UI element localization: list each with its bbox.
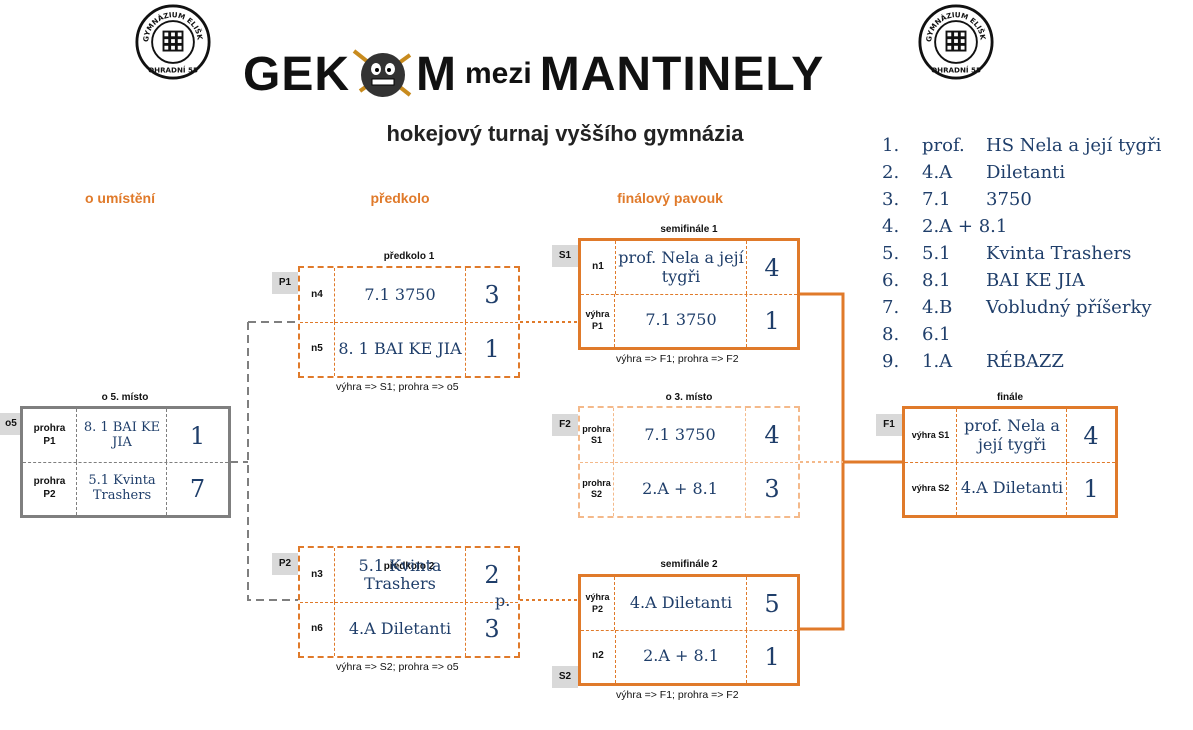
seed-label: n4 (300, 268, 335, 322)
team-score: 1 (1066, 462, 1115, 515)
title-brand-right: M (416, 47, 457, 101)
match-row: prohra P1 8. 1 BAI KE JIA 1 (23, 409, 228, 463)
svg-text:OHRADNÍ 55: OHRADNÍ 55 (931, 65, 981, 74)
section-placement: o umístění (84, 190, 155, 206)
seed-label: výhra P1 (581, 294, 615, 347)
prelim1-caption: předkolo 1 (383, 251, 435, 262)
team-name: 8. 1 BAI KE JIA (83, 419, 161, 450)
match-row: výhra S1 prof. Nela a její tygři 4 (905, 409, 1115, 463)
match-row: prohra P2 5.1 Kvinta Trashers 7 (23, 462, 228, 515)
third-tag: F2 (552, 414, 578, 436)
overtime-mark: p. (495, 591, 511, 610)
seed-label: prohra P2 (23, 462, 77, 515)
match-row: výhra S2 4.A Diletanti 1 (905, 462, 1115, 515)
team-score: 3 (465, 268, 518, 322)
section-prelim: předkolo (370, 190, 430, 206)
fifth-place-match: prohra P1 8. 1 BAI KE JIA 1 prohra P2 5.… (20, 406, 231, 518)
team-score: 4 (1066, 409, 1115, 462)
seed-label: n5 (300, 322, 335, 376)
school-seal-logo-left: GYMNÁZIUM ELIŠKY KRÁSNOHORSKÉ OHRADNÍ 55 (135, 4, 211, 80)
page-subtitle: hokejový turnaj vyššího gymnázia (386, 121, 744, 146)
match-row: prohra S1 7.1 3750 4 (580, 408, 798, 463)
team-name: 4.A Diletanti (348, 618, 452, 638)
team-name: 5.1 Kvinta Trashers (88, 472, 156, 503)
prelim1-tag: P1 (272, 272, 298, 294)
seed-label: výhra S1 (905, 409, 957, 462)
match-row: n4 7.1 3750 3 (300, 268, 518, 323)
semifinal1-match: n1 prof. Nela a její tygři 4 výhra P1 7.… (578, 238, 800, 350)
seed-label: n1 (581, 241, 616, 294)
prelim2-tag: P2 (272, 553, 298, 575)
team-name: 4.A Diletanti (629, 593, 733, 613)
team-name: 2.A + 8.1 (643, 646, 719, 666)
final-match: výhra S1 prof. Nela a její tygři 4 výhra… (902, 406, 1118, 518)
hockey-puck-mascot-icon (352, 49, 412, 97)
third-caption: o 3. místo (665, 392, 713, 403)
team-name: 2.A + 8.1 (642, 478, 718, 498)
team-score: 1 (746, 294, 797, 347)
seed-label: prohra P1 (23, 409, 77, 462)
seed-label: prohra S2 (580, 462, 614, 516)
team-name: prof. Nela a její tygři (964, 416, 1060, 454)
seed-label: výhra P2 (581, 577, 615, 630)
team-score: 3 (745, 462, 798, 516)
team-score: 7 (166, 462, 228, 515)
title-connector: mezi (465, 57, 532, 90)
seed-label: prohra S1 (580, 408, 614, 462)
event-title: GEK M mezi MANTINELY (243, 47, 825, 101)
semi1-caption: semifinále 1 (660, 224, 718, 235)
seal-text-bottom: OHRADNÍ 55 (148, 65, 198, 74)
match-row: n2 2.A + 8.1 1 (581, 630, 797, 683)
section-bracket: finálový pavouk (617, 190, 723, 206)
team-score: 4 (745, 408, 798, 462)
prelim2-caption: předkolo 2 (383, 561, 435, 572)
match-row: výhra P2 4.A Diletanti 5 (581, 577, 797, 631)
semi2-tag: S2 (552, 666, 578, 688)
match-row: n5 8. 1 BAI KE JIA 1 (300, 322, 518, 376)
title-brand-end: MANTINELY (539, 47, 825, 101)
team-name: 7.1 3750 (645, 310, 717, 330)
team-score: 1 (746, 630, 797, 683)
team-name: 7.1 3750 (364, 284, 436, 304)
third-place-match: prohra S1 7.1 3750 4 prohra S2 2.A + 8.1… (578, 406, 800, 518)
match-row: n3 5.1 Kvinta Trashers 2 (300, 548, 518, 603)
seed-label: n3 (300, 548, 335, 602)
semi1-note: výhra => F1; prohra => F2 (616, 353, 739, 365)
prelim1-note: výhra => S1; prohra => o5 (336, 381, 459, 393)
seed-label: výhra S2 (905, 462, 957, 515)
seed-label: n6 (300, 602, 335, 656)
match-row: prohra S2 2.A + 8.1 3 (580, 462, 798, 516)
team-score: 3 (465, 602, 518, 656)
fifth-tag: o5 (0, 413, 22, 435)
team-score: 5 (746, 577, 797, 630)
fifth-caption: o 5. místo (101, 392, 149, 403)
semi1-tag: S1 (552, 245, 578, 267)
semi2-caption: semifinále 2 (660, 559, 718, 570)
title-brand-left: GEK (243, 47, 351, 101)
match-row: n1 prof. Nela a její tygři 4 (581, 241, 797, 295)
semifinal2-match: výhra P2 4.A Diletanti 5 n2 2.A + 8.1 1 (578, 574, 800, 686)
team-score: 2 (465, 548, 518, 602)
team-name: prof. Nela a její tygři (618, 248, 744, 286)
final-caption: finále (996, 392, 1024, 403)
prelim2-note: výhra => S2; prohra => o5 (336, 661, 459, 673)
team-name: 7.1 3750 (644, 424, 716, 444)
final-tag: F1 (876, 414, 902, 436)
team-score: 1 (166, 409, 228, 462)
match-row: výhra P1 7.1 3750 1 (581, 294, 797, 347)
team-score: 4 (746, 241, 797, 294)
match-row: n6 4.A Diletanti 3 (300, 602, 518, 656)
team-name: 5.1 Kvinta Trashers (358, 555, 442, 593)
team-score: 1 (465, 322, 518, 376)
semi2-note: výhra => F1; prohra => F2 (616, 689, 739, 701)
prelim2-match: n3 5.1 Kvinta Trashers 2 n6 4.A Diletant… (298, 546, 520, 658)
school-seal-logo-right: GYMNÁZIUM ELIŠKY KRÁSNOHORSKÉ OHRADNÍ 55 (918, 4, 994, 80)
team-name: 4.A Diletanti (960, 478, 1064, 498)
prelim1-match: n4 7.1 3750 3 n5 8. 1 BAI KE JIA 1 (298, 266, 520, 378)
team-name: 8. 1 BAI KE JIA (338, 338, 462, 358)
seed-label: n2 (581, 630, 616, 683)
